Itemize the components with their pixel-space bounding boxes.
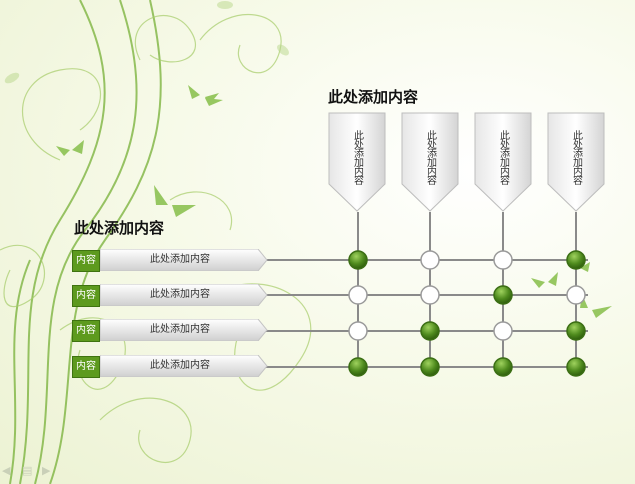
title-top: 此处添加内容 xyxy=(328,88,419,106)
row-label-2: 此处添加内容 xyxy=(100,284,268,306)
node-filled xyxy=(566,357,586,377)
node-filled xyxy=(420,321,440,341)
row-label-text: 此处添加内容 xyxy=(150,324,210,335)
row-tag-4: 内容 xyxy=(72,356,100,378)
node-empty xyxy=(566,285,586,305)
row-label-4: 此处添加内容 xyxy=(100,355,268,377)
node-filled xyxy=(493,285,513,305)
node-filled xyxy=(566,321,586,341)
node-filled xyxy=(348,250,368,270)
column-header-3: 此处添加内容 xyxy=(474,112,532,212)
node-empty xyxy=(348,285,368,305)
node-filled xyxy=(566,250,586,270)
node-filled xyxy=(348,357,368,377)
column-header-label: 此处添加内容 xyxy=(497,130,509,184)
row-label-3: 此处添加内容 xyxy=(100,319,268,341)
next-icon[interactable]: ▶ xyxy=(42,464,51,477)
node-filled xyxy=(493,357,513,377)
column-header-2: 此处添加内容 xyxy=(401,112,459,212)
menu-icon[interactable]: ▤ xyxy=(22,464,33,477)
node-empty xyxy=(420,250,440,270)
row-label-text: 此处添加内容 xyxy=(150,254,210,265)
column-header-label: 此处添加内容 xyxy=(570,130,582,184)
column-header-label: 此处添加内容 xyxy=(424,130,436,184)
column-header-label: 此处添加内容 xyxy=(351,130,363,184)
node-empty xyxy=(348,321,368,341)
node-empty xyxy=(493,250,513,270)
row-tag-2: 内容 xyxy=(72,285,100,307)
title-left: 此处添加内容 xyxy=(74,219,165,237)
column-header-1: 此处添加内容 xyxy=(328,112,386,212)
prev-icon[interactable]: ◀ xyxy=(2,464,11,477)
row-tag-1: 内容 xyxy=(72,250,100,272)
node-empty xyxy=(420,285,440,305)
row-label-text: 此处添加内容 xyxy=(150,289,210,300)
row-label-text: 此处添加内容 xyxy=(150,360,210,371)
node-filled xyxy=(420,357,440,377)
column-header-4: 此处添加内容 xyxy=(547,112,605,212)
row-label-1: 此处添加内容 xyxy=(100,249,268,271)
node-empty xyxy=(493,321,513,341)
slide-nav: ◀ ▤ ▶ xyxy=(0,462,120,484)
row-tag-3: 内容 xyxy=(72,320,100,342)
